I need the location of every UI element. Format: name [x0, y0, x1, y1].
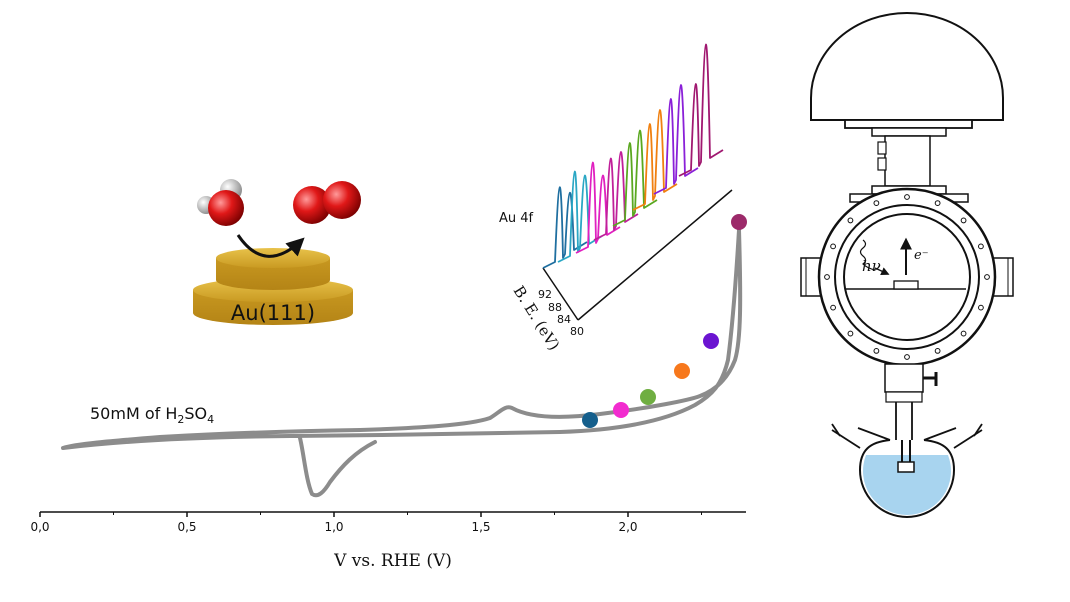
x-tick-label: 1,5: [471, 520, 490, 534]
electron-label: e⁻: [914, 248, 929, 263]
neck-tube: [884, 135, 931, 187]
xps-spectrum: [653, 84, 699, 195]
bolt: [824, 274, 830, 280]
be-tick-label: 80: [570, 325, 584, 338]
bolt: [873, 348, 880, 354]
bolt: [904, 354, 910, 360]
chamber-window: [843, 213, 971, 341]
chamber-inner-ring: [834, 204, 980, 350]
uhv-cell-diagram: hν e⁻: [800, 12, 1014, 518]
bolt: [847, 330, 854, 337]
xps-spectrum: [632, 109, 678, 211]
bolt: [830, 304, 836, 311]
bolt: [934, 348, 941, 354]
bolt: [984, 274, 990, 280]
dome-flange: [844, 119, 973, 129]
surface-label: Au(111): [231, 301, 315, 325]
x-axis-ticks: 0,0 0,5 1,0 1,5 2,0: [30, 512, 702, 534]
potential-marker: [731, 214, 747, 230]
round-bottom-flask: [858, 439, 956, 518]
reaction-arrow: [236, 234, 305, 258]
photon-arrow: [874, 267, 890, 275]
xps-spectrum: [575, 161, 621, 254]
water-molecule-icon: [197, 179, 244, 226]
xps-spectrum: [612, 129, 658, 227]
bolt: [873, 200, 880, 206]
signal-label: Au 4f: [499, 211, 534, 226]
potential-marker: [613, 402, 629, 418]
flange-bolts: [824, 194, 990, 360]
bolt: [847, 217, 854, 224]
bolt: [830, 243, 836, 250]
be-axis-line: [542, 267, 579, 321]
bolt: [978, 243, 984, 250]
bolt: [960, 330, 967, 337]
be-tick-label: 92: [538, 288, 552, 301]
cv-curve: [61, 228, 743, 498]
bolt: [978, 304, 984, 311]
chamber-outer-flange: [817, 187, 997, 367]
x-tick-label: 0,0: [30, 520, 49, 534]
electrolyte-liquid: [863, 455, 951, 515]
potential-axis-line: [577, 189, 733, 321]
potential-marker: [640, 389, 656, 405]
dome-cap: [810, 12, 1004, 121]
photon-label: hν: [862, 257, 881, 275]
sample: [893, 280, 919, 290]
electrode-tip: [897, 461, 915, 473]
au-crystal-schematic: Au(111): [193, 248, 353, 325]
lower-neck: [884, 363, 924, 393]
x-tick-label: 1,0: [324, 520, 343, 534]
bolt: [960, 217, 967, 224]
cv-plot: 0,0 0,5 1,0 1,5 2,0 V vs. RHE (V) 50mM of H2…: [30, 214, 747, 571]
potential-marker: [674, 363, 690, 379]
x-tick-label: 2,0: [618, 520, 637, 534]
bolt: [904, 194, 910, 200]
au-upper-disk-top: [216, 248, 330, 268]
xps-spectrum: [678, 43, 724, 177]
x-tick-label: 0,5: [177, 520, 196, 534]
electrolyte-label: 50mM of H2SO4: [90, 404, 214, 426]
photon-wave: [859, 239, 876, 271]
oxygen-molecule-icon: [293, 181, 361, 224]
xps-spectra: [542, 43, 724, 269]
be-axis-label: B. E. (eV): [510, 283, 564, 354]
bolt: [934, 200, 941, 206]
potential-marker: [703, 333, 719, 349]
be-tick-label: 84: [557, 313, 571, 326]
x-axis-label: V vs. RHE (V): [333, 551, 452, 571]
xps-spectrum: [593, 151, 639, 241]
potential-marker: [582, 412, 598, 428]
be-tick-label: 88: [548, 301, 562, 314]
potential-markers: [582, 214, 747, 428]
